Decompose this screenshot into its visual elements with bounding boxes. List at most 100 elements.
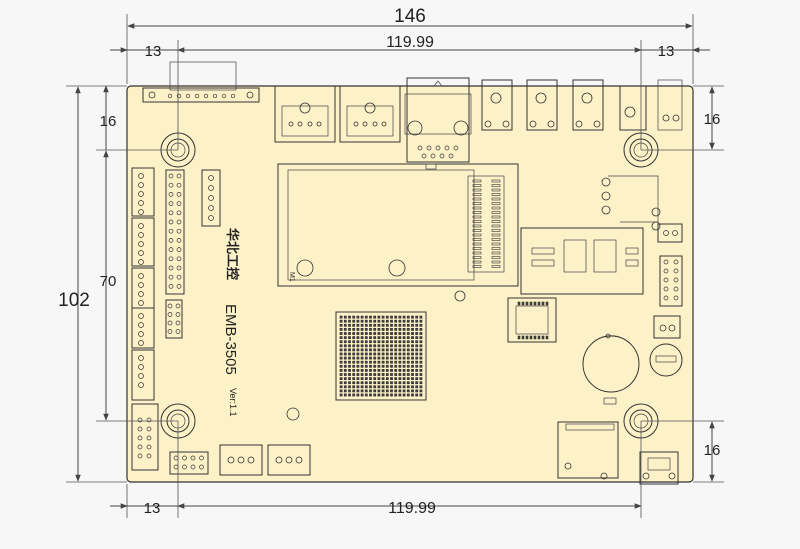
bga-ball [373,368,377,372]
header-pin [208,185,214,191]
bga-ball [369,360,372,364]
bga-ball [381,356,385,360]
bga-ball [369,327,372,331]
audio-jack-3 [572,79,604,131]
bga-ball [373,385,377,389]
bga-ball [390,327,393,331]
rj45-jack-2 [339,85,401,143]
bga-ball [348,389,351,393]
bga-ball [381,336,385,340]
usb-pin [439,153,445,159]
dc-power-jack [619,79,683,131]
header-pin [138,241,144,247]
header-pin [182,455,187,461]
bga-ball [394,352,398,356]
bga-ball [381,368,385,372]
bga-ball [419,323,423,327]
bga-ball [394,332,398,335]
header-pin [168,247,174,252]
bga-ball [343,340,347,344]
bga-ball [377,381,381,385]
bga-ball [369,393,372,397]
header-pin [168,210,174,216]
bga-ball [377,360,381,364]
bga-ball [402,344,406,348]
bga-ball [352,393,356,397]
bga-ball [348,319,351,323]
bga-ball [406,340,410,344]
bga-ball [415,348,419,352]
bga-ball [348,315,351,319]
bga-ball [364,364,368,368]
bga-ball [377,373,381,376]
bga-ball [394,385,398,389]
bga-ball [390,332,393,335]
bga-ball [406,319,410,323]
chip-pin [517,301,521,306]
pcie-pin [491,229,501,232]
bga-ball [411,348,414,352]
bga-ball [402,389,406,393]
bga-ball [390,385,393,389]
bga-ball [406,368,410,372]
bga-ball [339,327,343,331]
bga-ball [352,319,356,323]
bga-ball [339,381,343,385]
bga-ball [394,348,398,352]
bga-ball [356,393,360,397]
bga-ball [385,319,389,323]
bga-ball [364,373,368,376]
bga-ball [415,389,419,393]
bga-ball [373,348,377,352]
bga-ball [402,356,406,360]
bga-ball [406,336,410,340]
bga-ball [343,364,347,368]
bga-ball [381,381,385,385]
bottom-header-2 [219,444,263,476]
header-pin [176,265,182,271]
bga-ball [411,332,414,335]
chip-pin [525,301,529,306]
bga-ball [339,356,343,360]
bga-ball [390,336,393,340]
header-pin [137,417,143,423]
io-chip [507,297,557,343]
header-pin [673,259,679,265]
bga-ball [415,315,419,319]
bga-ball [394,315,398,319]
cable-clip [601,175,661,231]
usb-pin [444,145,450,151]
bga-ball [352,340,356,344]
sd-card-slot [557,421,619,480]
bga-ball [360,389,364,393]
bga-ball [356,385,360,389]
pcie-pin [491,256,501,259]
header-pin [176,182,182,188]
bga-ball [402,377,406,381]
bga-ball [394,356,398,360]
pin-header-bottom-left [131,403,159,471]
header-pin [176,274,182,280]
header-pin [168,192,174,197]
bga-ball [373,327,377,331]
bga-ball [356,381,360,385]
bga-ball [360,381,364,385]
bga-ball [415,340,419,344]
bga-ball [364,389,368,393]
dim-offset-top-left: 16 [100,113,117,130]
bga-ball [356,319,360,323]
header-pin [146,435,152,441]
dim-offset-bottom-right: 16 [704,442,721,459]
header-pin [176,173,182,179]
bga-ball [419,389,423,393]
bga-ball [411,373,414,376]
bga-ball [390,364,393,368]
pcie-pin [491,242,501,246]
bga-ball [339,344,343,348]
header-pin [138,182,144,188]
bga-ball [348,344,351,348]
db-pin [194,93,200,99]
bga-ball [402,393,406,397]
pcie-pin [491,206,501,210]
bga-ball [339,377,343,381]
